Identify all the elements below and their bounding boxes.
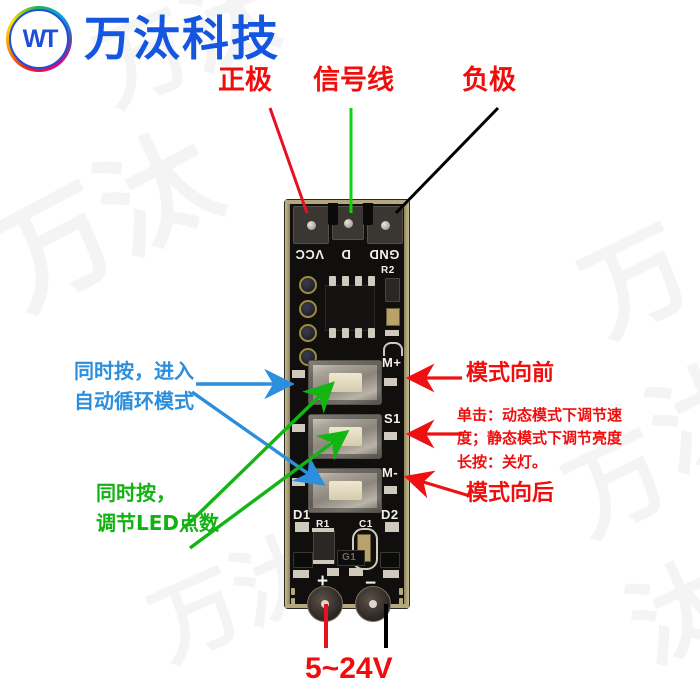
via-hole <box>299 324 317 342</box>
label-voltage-range: 5~24V <box>305 652 393 685</box>
smd-diode <box>380 552 400 568</box>
wire-positive <box>268 107 309 214</box>
button-solder-tab <box>292 478 305 486</box>
ic-pin <box>329 276 336 286</box>
silk-d2: D2 <box>381 507 399 522</box>
brand-logo-block: WT 万汰科技 <box>6 6 280 72</box>
wire-negative <box>394 106 500 215</box>
label-positive: 正极 <box>218 65 272 96</box>
pcb-edge-top <box>285 200 409 204</box>
castellated-edge <box>291 588 295 595</box>
watermark: 万汰 <box>0 107 242 336</box>
silk-r2: R2 <box>381 265 395 276</box>
smd-pad <box>327 568 339 576</box>
smd-component <box>386 308 400 326</box>
ic-pin <box>329 328 336 338</box>
smd-pad <box>312 560 334 564</box>
arrow-mode-backward <box>403 470 471 499</box>
pad-notch <box>328 203 338 225</box>
button-solder-tab <box>292 370 305 378</box>
smd-diode <box>337 550 365 566</box>
logo-monogram: WT <box>22 24 59 53</box>
label-led-count: 同时按， 调节LED点数 <box>96 481 220 535</box>
via-hole <box>299 300 317 318</box>
silk-data: D <box>341 247 351 262</box>
smd-pad <box>295 522 309 532</box>
silk-minus: − <box>365 573 377 594</box>
pcb-board: VCC D GND R2 M+ S1 M- <box>285 200 409 622</box>
ic-chip <box>325 285 375 331</box>
via-hole <box>299 276 317 294</box>
brand-name: 万汰科技 <box>84 11 280 67</box>
smd-pad <box>385 522 399 532</box>
silk-s1: S1 <box>384 411 401 426</box>
button-solder-tab <box>384 378 397 386</box>
label-mode-backward: 模式向后 <box>466 481 555 506</box>
button-solder-tab <box>384 486 397 494</box>
ic-pin <box>355 276 362 286</box>
ic-pin <box>342 276 349 286</box>
pad-vcc <box>293 206 329 244</box>
smd-pad <box>385 330 399 336</box>
silk-plus: + <box>317 571 329 592</box>
smd-resistor <box>313 530 335 564</box>
rainbow-circle-icon: WT <box>6 6 72 72</box>
button-solder-tab <box>292 424 305 432</box>
power-pad-negative <box>355 586 391 622</box>
silk-outline <box>383 342 403 356</box>
smd-pad <box>312 528 334 532</box>
silk-m-minus: M- <box>382 465 399 480</box>
silk-g1: G1 <box>342 552 357 563</box>
label-negative: 负极 <box>462 65 516 96</box>
logo-inner-circle: WT <box>9 9 69 69</box>
button-speed-brightness[interactable] <box>308 414 382 459</box>
pcb-edge-left <box>285 200 290 608</box>
silk-d1: D1 <box>293 507 311 522</box>
pad-notch <box>363 203 373 225</box>
silk-gnd: GND <box>369 247 400 262</box>
smd-diode <box>293 552 313 568</box>
castellated-edge <box>291 598 295 605</box>
pcb-edge-bottom <box>285 604 409 608</box>
silk-m-plus: M+ <box>382 355 402 370</box>
smd-resistor <box>385 278 400 302</box>
ic-pin <box>342 328 349 338</box>
ic-pin <box>368 328 375 338</box>
ic-pin <box>355 328 362 338</box>
ic-pin <box>368 276 375 286</box>
smd-pad <box>383 570 399 578</box>
button-mode-backward[interactable] <box>308 468 382 513</box>
pcb-edge-right <box>404 200 409 608</box>
silk-outline <box>352 528 378 570</box>
smd-pad <box>293 570 309 578</box>
castellated-edge <box>399 598 403 605</box>
label-auto-cycle-mode: 同时按，进入 自动循环模式 <box>74 359 194 413</box>
label-mode-forward: 模式向前 <box>466 361 555 386</box>
silk-vcc: VCC <box>295 247 324 262</box>
castellated-edge <box>399 588 403 595</box>
silk-c1: C1 <box>359 519 373 530</box>
button-solder-tab <box>384 432 397 440</box>
label-click-description: 单击：动态模式下调节速 度；静态模式下调节亮度 长按：关灯。 <box>457 406 623 471</box>
button-mode-forward[interactable] <box>308 360 382 405</box>
label-signal: 信号线 <box>313 65 394 96</box>
smd-pad <box>349 568 363 576</box>
power-pad-positive <box>307 586 343 622</box>
